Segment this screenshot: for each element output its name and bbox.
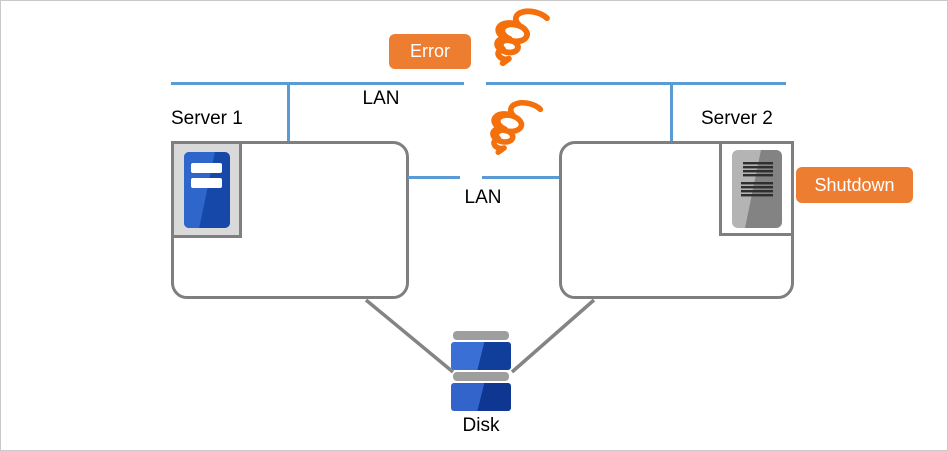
lan-top-label: LAN — [362, 88, 400, 109]
lan-mid-label: LAN — [464, 187, 502, 208]
lan-mid-line-right — [482, 176, 559, 179]
disk-stack-icon — [451, 383, 511, 411]
disk-cap-top — [453, 331, 509, 340]
lan-mid-line-left — [408, 176, 460, 179]
coil-break-icon — [494, 8, 550, 67]
disk-cap-middle — [453, 372, 509, 381]
shutdown-badge: Shutdown — [796, 167, 913, 203]
server1-box — [171, 141, 409, 299]
disk-stack-icon — [451, 342, 511, 370]
server2-icon-frame — [719, 141, 794, 236]
lan-top-drop-server2 — [670, 82, 673, 143]
lan-top-line-left — [171, 82, 464, 85]
lan-top-line-right — [486, 82, 786, 85]
server1-label: Server 1 — [171, 108, 243, 129]
server-tower-blue-icon — [183, 151, 230, 228]
lan-top-drop-server1 — [287, 82, 290, 143]
server-tower-gray-icon — [731, 149, 782, 228]
server2-label: Server 2 — [701, 108, 773, 129]
server1-icon-frame — [171, 141, 242, 238]
error-badge: Error — [389, 34, 471, 69]
disk-label: Disk — [462, 415, 500, 436]
coil-break-icon — [490, 100, 544, 155]
